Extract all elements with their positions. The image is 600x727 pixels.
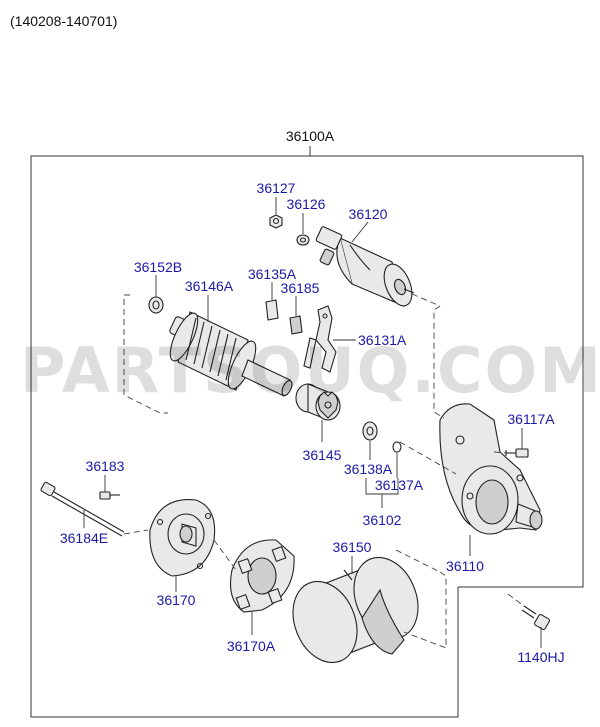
label-36137A[interactable]: 36137A <box>375 477 424 493</box>
label-36110[interactable]: 36110 <box>446 558 484 574</box>
label-36170A[interactable]: 36170A <box>227 638 276 654</box>
part-36150-yoke[interactable] <box>281 548 429 672</box>
label-36170[interactable]: 36170 <box>157 592 196 608</box>
label-36183[interactable]: 36183 <box>86 458 125 474</box>
watermark-text: PARTSOUQ.COM <box>20 334 600 407</box>
part-36152B-washer[interactable] <box>148 296 164 314</box>
label-36126[interactable]: 36126 <box>287 196 326 212</box>
label-36150[interactable]: 36150 <box>333 539 372 555</box>
label-1140HJ[interactable]: 1140HJ <box>517 649 564 665</box>
label-36145[interactable]: 36145 <box>303 447 342 463</box>
part-36126-washer[interactable] <box>296 234 310 246</box>
part-36184E-through-bolt[interactable] <box>40 481 125 537</box>
dash-bolt-axis <box>123 529 149 535</box>
part-36185-plate[interactable] <box>289 315 303 335</box>
label-assembly[interactable]: 36100A <box>286 128 335 144</box>
label-36120[interactable]: 36120 <box>349 206 388 222</box>
dash-armature-axis <box>123 294 168 414</box>
part-36138A-washer[interactable] <box>362 421 378 441</box>
part-36137A-ring[interactable] <box>392 441 402 453</box>
part-36170-rear-bracket[interactable] <box>149 499 216 577</box>
part-36120-solenoid[interactable] <box>315 226 418 310</box>
label-36146A[interactable]: 36146A <box>185 278 234 294</box>
part-36145-pinion[interactable] <box>295 383 341 421</box>
date-range-header: (140208-140701) <box>10 13 118 29</box>
dash-yoke-top <box>395 549 441 573</box>
part-36117A-bolt[interactable] <box>505 448 529 458</box>
dash-housing-bolt <box>507 593 525 607</box>
label-36127[interactable]: 36127 <box>257 180 296 196</box>
dash-yoke-side <box>403 571 447 649</box>
part-36110-front-housing[interactable] <box>439 403 543 535</box>
label-36185[interactable]: 36185 <box>281 280 320 296</box>
part-36131A-lever[interactable] <box>303 305 337 373</box>
part-36183-screw[interactable] <box>99 491 120 500</box>
label-36138A[interactable]: 36138A <box>344 461 393 477</box>
assembly-frame <box>30 155 584 718</box>
dash-solenoid-axis <box>411 293 441 307</box>
label-36102[interactable]: 36102 <box>363 512 402 528</box>
part-36135A-plate[interactable] <box>265 299 279 321</box>
label-36152B[interactable]: 36152B <box>134 259 182 275</box>
label-36117A[interactable]: 36117A <box>507 411 555 427</box>
dash-bolt-117 <box>493 451 507 454</box>
label-36184E[interactable]: 36184E <box>60 530 108 546</box>
part-1140HJ-bolt[interactable] <box>521 605 551 631</box>
dash-bracket-axis <box>213 539 237 571</box>
label-36135A[interactable]: 36135A <box>248 266 297 282</box>
dash-solenoid-drop <box>433 305 445 419</box>
part-36127-nut[interactable] <box>269 214 283 229</box>
label-36131A[interactable]: 36131A <box>358 332 407 348</box>
dash-pinion-axis <box>399 441 457 475</box>
part-36146A-armature[interactable] <box>165 310 294 397</box>
part-36170A-brush-holder[interactable] <box>229 539 295 613</box>
